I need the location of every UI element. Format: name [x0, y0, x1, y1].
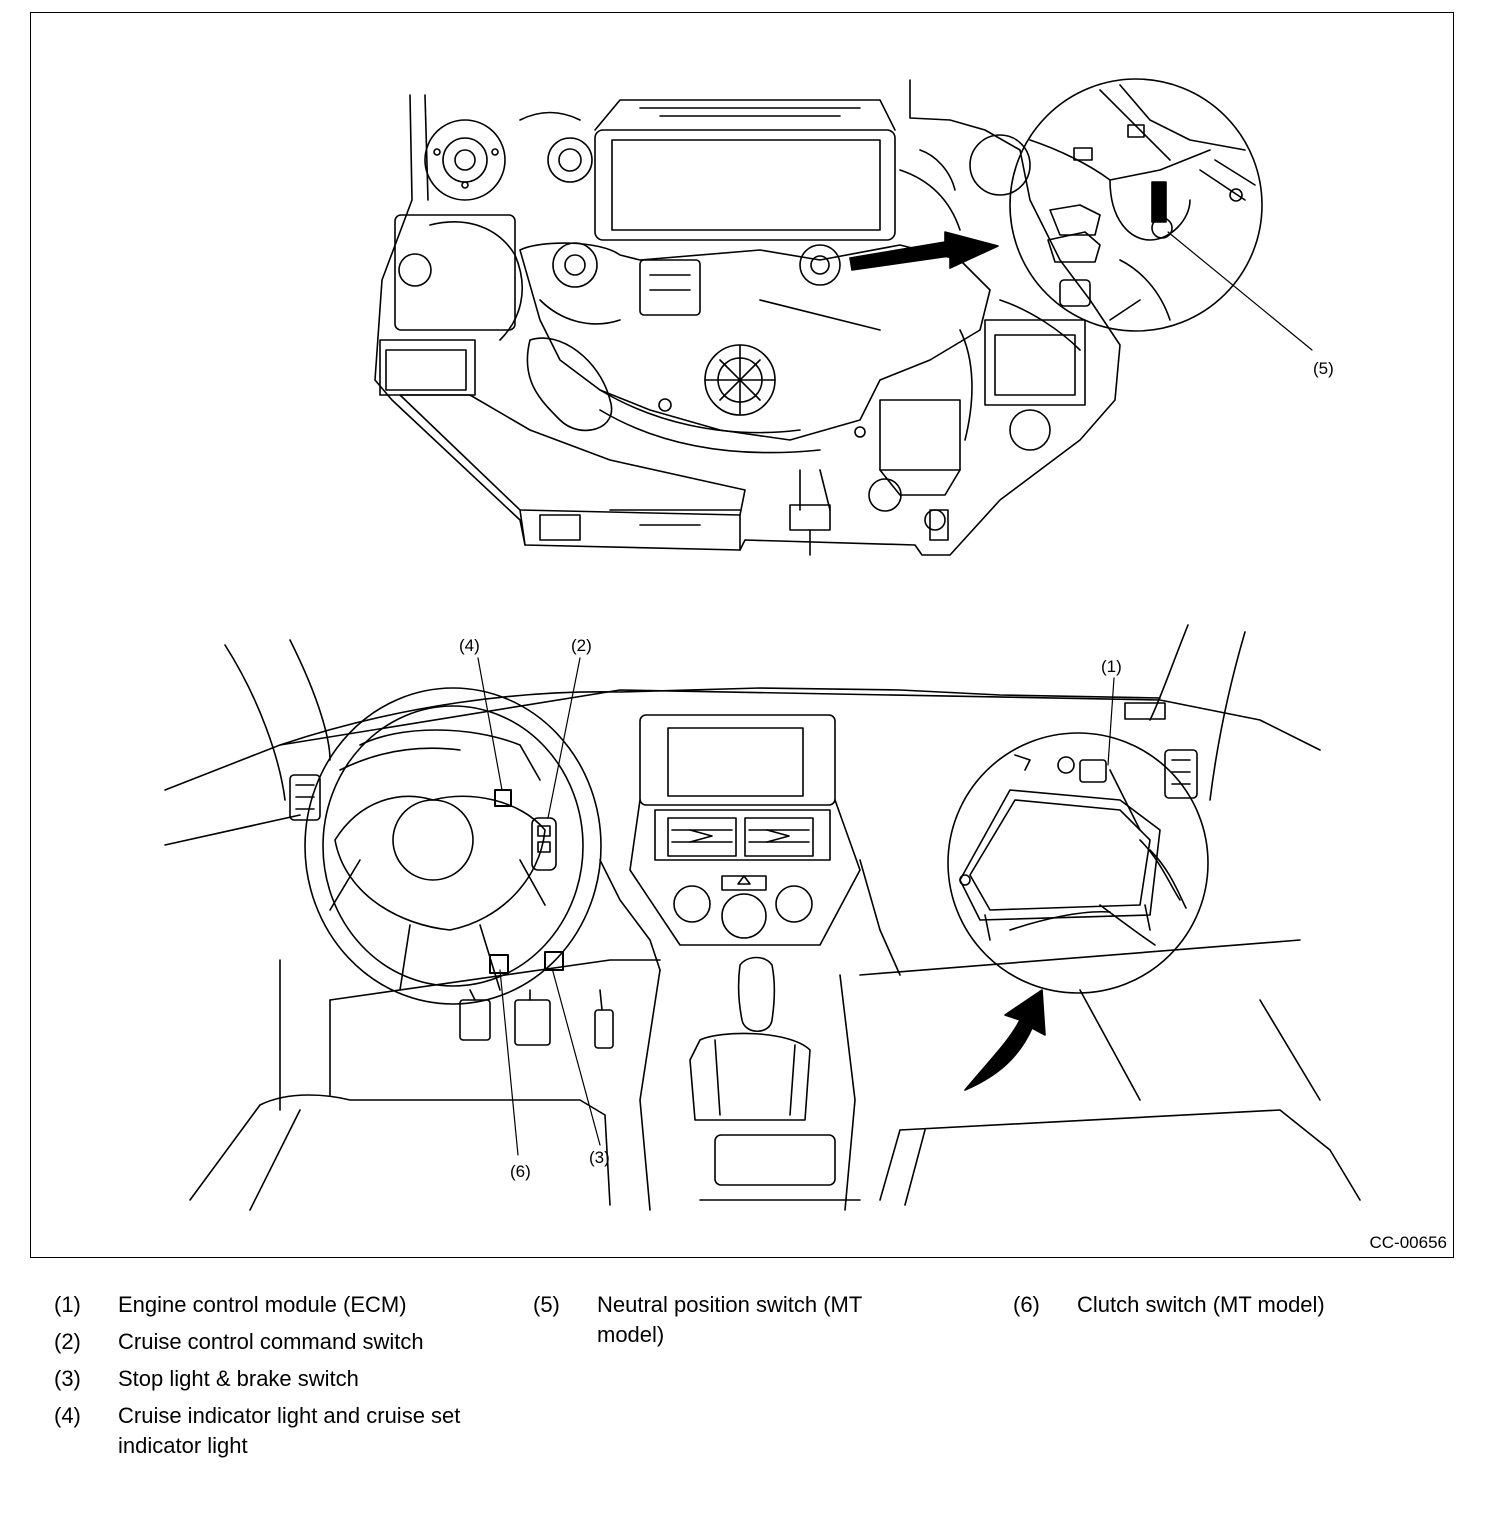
- legend-item-2: (2) Cruise control command switch: [54, 1327, 494, 1357]
- leader-line-4: [477, 657, 503, 791]
- callout-3: (3): [589, 1148, 610, 1167]
- legend-item-4: (4) Cruise indicator light and cruise se…: [54, 1401, 484, 1461]
- figure-frame: CC-00656: [30, 12, 1454, 1258]
- legend-number: (6): [1013, 1292, 1040, 1317]
- legend-number: (5): [533, 1292, 560, 1317]
- leader-line-6: [499, 969, 519, 1156]
- detail-arrow-engine: [849, 231, 999, 271]
- legend-item-3: (3) Stop light & brake switch: [54, 1364, 494, 1394]
- legend-text: Stop light & brake switch: [118, 1366, 359, 1391]
- legend-number: (4): [54, 1403, 81, 1428]
- legend-text: Engine control module (ECM): [118, 1292, 407, 1317]
- callout-1: (1): [1101, 657, 1122, 676]
- leader-line-5: [1167, 231, 1313, 351]
- legend-item-6: (6) Clutch switch (MT model): [1013, 1290, 1433, 1320]
- legend-text: Neutral position switch (MT model): [597, 1292, 862, 1347]
- interior-illustration: [164, 624, 1361, 1211]
- leader-line-2: [547, 657, 581, 819]
- callout-4: (4): [459, 636, 480, 655]
- legend-text: Cruise control command switch: [118, 1329, 424, 1354]
- legend-item-5: (5) Neutral position switch (MT model): [533, 1290, 933, 1350]
- detail-arrow-ecm: [964, 989, 1046, 1091]
- ecm-detail-circle: [947, 732, 1209, 994]
- neutral-switch-detail-circle: [1009, 78, 1263, 332]
- figure-id: CC-00656: [1369, 1233, 1448, 1252]
- callout-6: (6): [510, 1162, 531, 1181]
- legend-number: (2): [54, 1329, 81, 1354]
- leader-line-1: [1107, 677, 1115, 766]
- leader-line-3: [551, 967, 601, 1146]
- legend-number: (1): [54, 1292, 81, 1317]
- callout-5: (5): [1313, 359, 1334, 378]
- legend-item-1: (1) Engine control module (ECM): [54, 1290, 494, 1320]
- callout-2: (2): [571, 636, 592, 655]
- legend-text: Clutch switch (MT model): [1077, 1292, 1325, 1317]
- engine-bay-illustration: [374, 79, 1121, 556]
- legend-text: Cruise indicator light and cruise set in…: [118, 1403, 461, 1458]
- legend-number: (3): [54, 1366, 81, 1391]
